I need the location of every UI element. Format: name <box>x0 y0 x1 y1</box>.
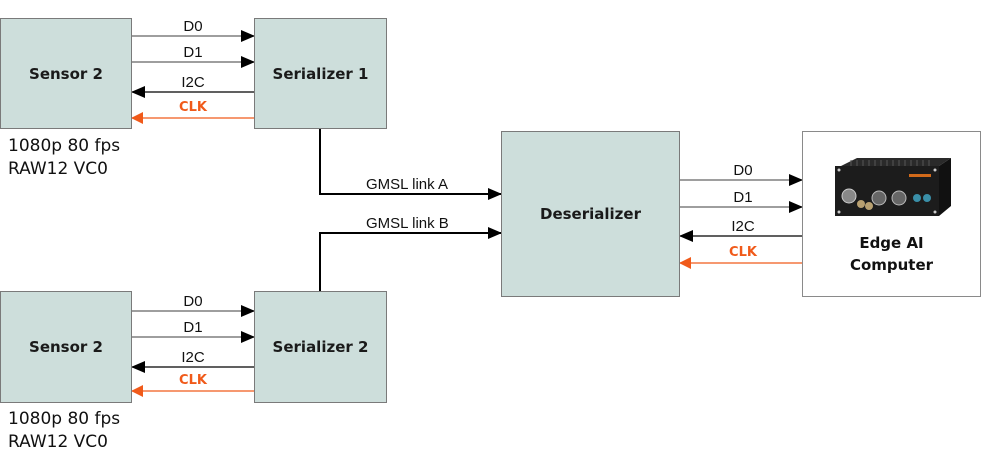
signal-right-i2c: I2C <box>731 218 755 235</box>
signal-right-d0: D0 <box>733 162 753 179</box>
signal-top-i2c: I2C <box>181 74 205 91</box>
serializer-2-block: Serializer 2 <box>254 291 387 403</box>
sensor-top-caption-line2: RAW12 VC0 <box>8 159 108 179</box>
deserializer-label: Deserializer <box>540 205 641 223</box>
serializer-1-block: Serializer 1 <box>254 18 387 129</box>
signal-bottom-i2c: I2C <box>181 349 205 366</box>
sensor-top-caption: 1080p 80 fps RAW12 VC0 <box>8 135 120 181</box>
edge-ai-label-line2: Computer <box>849 256 934 274</box>
signal-right-d1: D1 <box>733 189 753 206</box>
signal-top-d1: D1 <box>183 44 203 61</box>
gmsl-link-a-wire <box>319 128 502 200</box>
sensor-top-label: Sensor 2 <box>29 64 103 83</box>
gmsl-link-a-label: GMSL link A <box>366 176 448 193</box>
sensor-bottom-label: Sensor 2 <box>29 338 103 356</box>
sensor-bottom-caption-line1: 1080p 80 fps <box>8 409 121 429</box>
gmsl-link-b-label: GMSL link B <box>366 215 449 232</box>
serializer-1-label: Serializer 1 <box>272 64 369 83</box>
edge-ai-label-line1: Edge AI <box>859 234 924 252</box>
signal-top-d0: D0 <box>183 18 203 35</box>
signal-right-clk: CLK <box>729 245 757 260</box>
sensor-bottom-caption: 1080p 80 fps RAW12 VC0 <box>8 408 120 454</box>
sensor-bottom-caption-line2: RAW12 VC0 <box>8 432 108 452</box>
sensor-top-block: Sensor 2 <box>0 18 132 129</box>
edge-ai-label: Edge AI Computer <box>850 232 933 276</box>
deserializer-block: Deserializer <box>501 131 680 297</box>
signal-bottom-d1: D1 <box>183 319 203 336</box>
signal-top-clk: CLK <box>179 100 207 115</box>
sensor-bottom-block: Sensor 2 <box>0 291 132 403</box>
signal-bottom-d0: D0 <box>183 293 203 310</box>
signal-bottom-clk: CLK <box>179 373 207 388</box>
serializer-2-label: Serializer 2 <box>272 338 369 356</box>
edge-computer-device-icon <box>834 158 951 216</box>
gmsl-link-b-wire <box>319 227 502 291</box>
sensor-top-caption-line1: 1080p 80 fps <box>8 136 121 156</box>
edge-ai-computer-block: Edge AI Computer <box>802 131 981 297</box>
